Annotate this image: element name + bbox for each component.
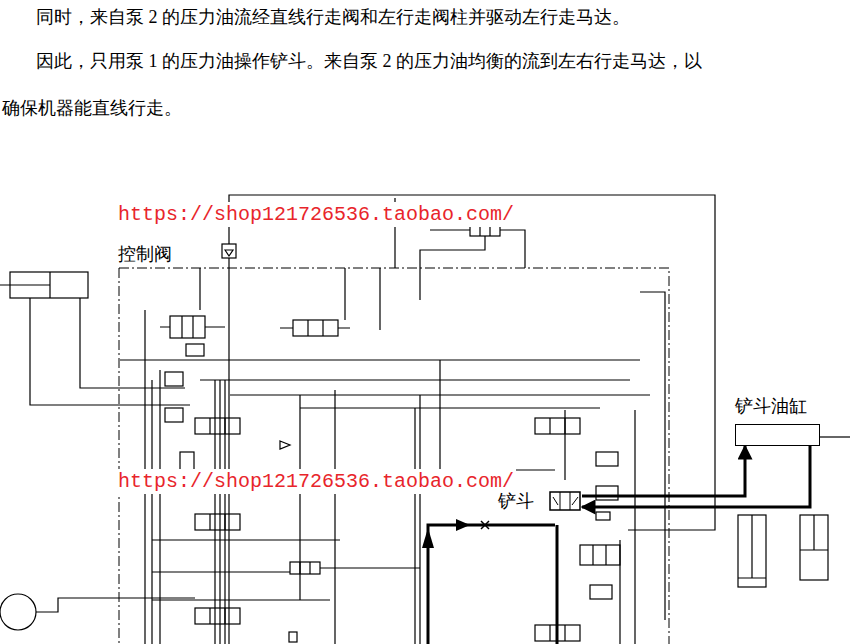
valve-symbol (580, 545, 620, 565)
relief-valve-symbol (596, 486, 618, 500)
valve-symbol (550, 418, 565, 434)
spool-symbol (548, 489, 582, 513)
paragraph-line: 确保机器能直线行走。 (2, 97, 182, 120)
pressure-line (556, 525, 559, 644)
block-heading: 控制阀 (118, 242, 172, 266)
valve-label: 铲斗 (498, 489, 534, 513)
valve-symbol (593, 545, 606, 565)
relief-valve-symbol (165, 408, 183, 422)
flow-arrow (422, 528, 434, 548)
valve-symbol (210, 608, 225, 624)
motor-symbol (0, 594, 36, 630)
piston-rod (800, 515, 828, 550)
watermark: https://shop121726536.taobao.com/ (116, 469, 516, 494)
cylinder-symbol (800, 515, 828, 580)
pressure-line (582, 446, 745, 496)
hydraulic-line (120, 360, 650, 408)
valve-symbol (210, 514, 225, 530)
hydraulic-line (565, 410, 635, 644)
flow-arrow (456, 519, 470, 531)
check-valve-symbol (222, 244, 236, 258)
pressure-line (428, 525, 555, 644)
pressure-line (582, 446, 810, 507)
frame-outline (118, 240, 670, 644)
hydraulic-line (200, 268, 665, 620)
hydraulic-line (300, 360, 555, 644)
valve-spool: 铲斗 (498, 489, 582, 513)
cylinder-node: 铲斗油缸 (735, 394, 822, 446)
paragraph-line: 因此，只用泵 1 的压力油操作铲斗。来自泵 2 的压力油均衡的流到左右行走马达，… (36, 50, 702, 73)
cylinder-symbol (738, 515, 766, 587)
hydraulic-line (228, 258, 229, 644)
piston-rod (738, 515, 766, 578)
dash-dot-border (119, 268, 669, 644)
valve-symbol (290, 562, 320, 574)
valve-symbol (535, 418, 580, 434)
paragraph-line: 同时，来自泵 2 的压力油流经直线行走阀和左行走阀柱并驱动左行走马达。 (36, 6, 630, 29)
valve-symbol (300, 562, 310, 574)
plug-symbol (289, 632, 297, 642)
watermark: https://shop121726536.taobao.com/ (116, 202, 516, 227)
spool-body (550, 492, 580, 510)
spool-cells (553, 492, 578, 510)
hydraulic-line (30, 298, 190, 405)
valve-symbol (195, 418, 240, 434)
cylinder-label: 铲斗油缸 (735, 394, 822, 418)
check-valve-symbol (225, 250, 233, 256)
valve-symbol (293, 320, 338, 336)
relief-valve-symbol (590, 585, 612, 599)
control-valve-block: 控制阀铲斗 (118, 240, 670, 644)
valve-symbol (160, 316, 225, 338)
hydraulic-line (152, 540, 420, 600)
relief-valve-symbol (165, 372, 183, 386)
valve-symbol (195, 514, 240, 530)
piston-rod (820, 436, 850, 437)
valve-symbol (280, 320, 350, 336)
piston-rod (0, 272, 50, 298)
orifice-symbol (481, 521, 489, 529)
check-valve-symbol (186, 344, 204, 356)
valve-symbol (170, 316, 205, 338)
check-valve-symbol (596, 512, 610, 520)
relief-valve-symbol (596, 452, 618, 466)
valve-symbol (195, 608, 240, 624)
valve-symbol (210, 418, 225, 434)
cylinder-body (735, 424, 820, 446)
check-valve-symbol (280, 441, 290, 449)
